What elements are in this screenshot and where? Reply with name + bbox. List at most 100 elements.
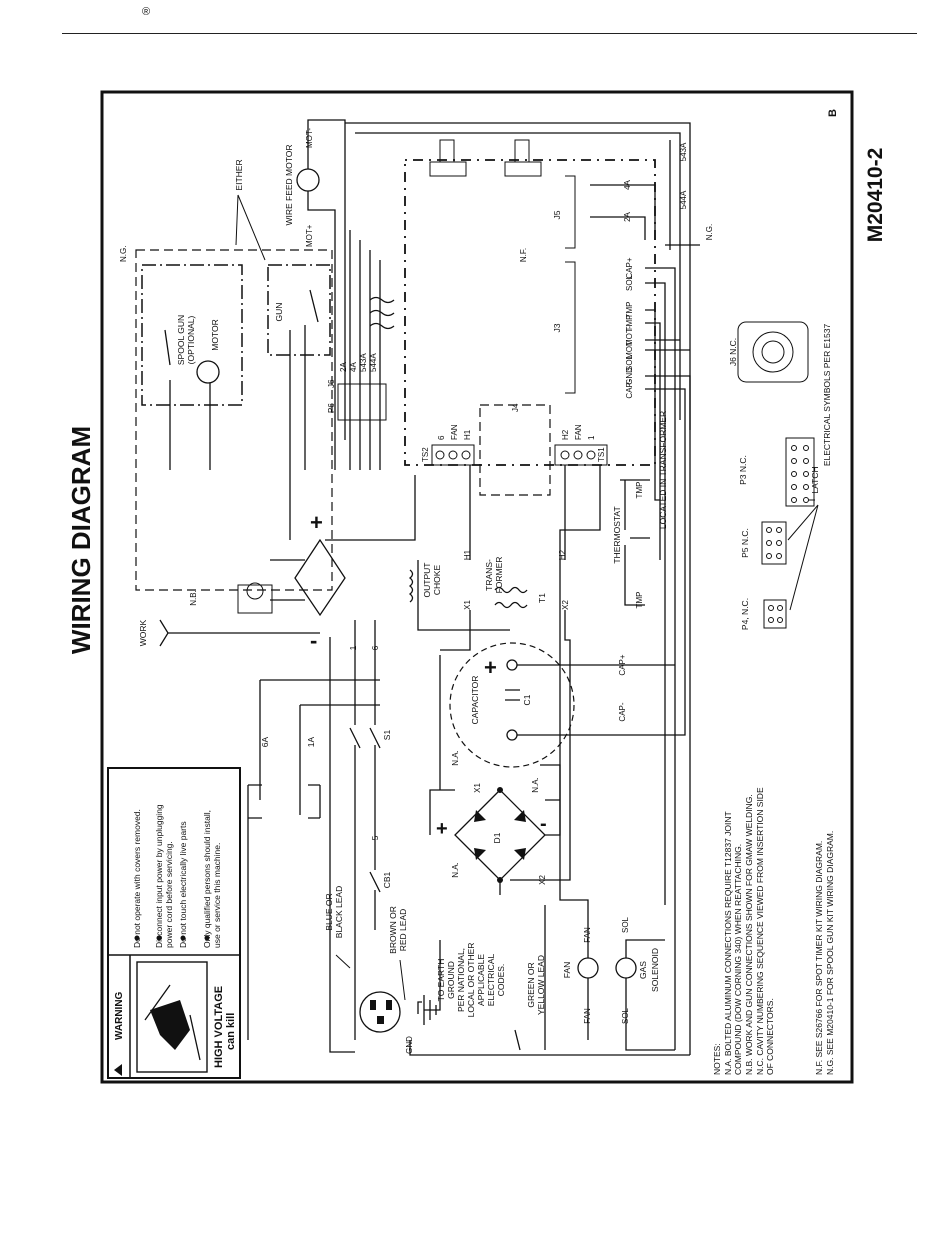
j3-cap-plus: CAP+: [625, 257, 634, 278]
green-or-label: GREEN OR: [526, 962, 536, 1007]
cb1-label: CB1: [382, 871, 392, 888]
na-label-1: N.A.: [451, 750, 460, 766]
svg-text:PER NATIONAL,: PER NATIONAL,: [456, 948, 466, 1012]
wire-2a: 2A: [339, 362, 348, 372]
mot-plus-label: MOT+: [305, 224, 314, 247]
j5-544a: 544A: [679, 190, 688, 209]
note-na-2: COMPOUND (DOW CORNING 340) WHEN REATTACH…: [733, 844, 743, 1075]
high-voltage-text: HIGH VOLTAGE: [213, 986, 225, 1068]
cap-minus-label: CAP-: [618, 702, 627, 721]
output-choke-coil: [408, 569, 414, 603]
p6-label: P6: [327, 403, 336, 413]
warning-bullet-1: Do not operate with covers removed.: [132, 809, 142, 948]
ts2-fan: FAN: [450, 424, 459, 440]
power-plug-icon: [359, 991, 401, 1033]
capacitor-outline: [449, 642, 575, 768]
can-kill-text: can kill: [225, 1013, 237, 1050]
j5-543a: 543A: [679, 142, 688, 161]
fan-label: FAN: [562, 962, 572, 979]
nb-label: N.B.: [189, 590, 198, 606]
j3-sol-2: SOL: [625, 354, 634, 371]
header-rule: [62, 33, 917, 34]
svg-text:-: -: [310, 628, 317, 653]
j3-label: J3: [552, 323, 562, 332]
ts1-terminal-strip: [554, 444, 608, 466]
potentiometer-1: [429, 139, 467, 177]
warning-box: WARNING HIGH VOLTAGE can kill Do not ope…: [107, 767, 241, 1079]
j5-label: J5: [552, 210, 562, 219]
svg-text:CODES.: CODES.: [496, 964, 506, 997]
j3-mot-minus: MOT-: [625, 326, 634, 346]
electrical-symbols-note: ELECTRICAL SYMBOLS PER E1537: [822, 324, 832, 467]
ng-label-2: N.G.: [705, 224, 714, 240]
x2-bridge-label: X2: [538, 875, 547, 885]
spool-gun-box: [141, 264, 243, 406]
wire-1a: 1A: [306, 736, 316, 747]
ts2-label: TS2: [421, 447, 430, 462]
j6-nc-connector: [737, 321, 809, 383]
p3-connector: [785, 437, 815, 507]
svg-text:+: +: [484, 655, 497, 680]
wire-6a: 6A: [260, 736, 270, 747]
located-label: LOCATED IN TRANSFORMER: [658, 411, 668, 529]
either-enclosure: [135, 249, 333, 591]
output-label: OUTPUT: [422, 563, 432, 598]
j3-cap-minus: CAP-: [625, 379, 634, 398]
blue-or-label: BLUE OR: [324, 893, 334, 930]
trans-label: TRANS-: [484, 559, 494, 591]
x1-wire-label: X1: [463, 600, 472, 610]
wire-1: 1: [348, 645, 358, 650]
note-ng: N.G. SEE M20410-1 FOR SPOOL GUN KIT WIRI…: [825, 831, 835, 1075]
gun-box: [267, 264, 331, 356]
h1-wire-label: H1: [463, 549, 472, 560]
p5-nc-label: P5 N.C.: [740, 528, 750, 558]
j3-tmp-1: TMP: [625, 302, 634, 319]
spool-gun-motor-symbol: [196, 360, 220, 384]
j6-label: J6: [327, 379, 336, 388]
wire-544a: 544A: [369, 353, 378, 372]
inductor-coils: [369, 296, 395, 330]
svg-text:APPLICABLE: APPLICABLE: [476, 954, 486, 1006]
ts2-h1: H1: [463, 429, 472, 440]
tmp-label-2: TMP: [635, 482, 644, 499]
h2-wire-label: H2: [558, 549, 567, 560]
note-na-1: N.A. BOLTED ALUMINUM CONNECTIONS REQUIRE…: [723, 811, 733, 1075]
potentiometer-2: [504, 139, 542, 177]
brown-or-label: BROWN OR: [388, 906, 398, 954]
latch-label: LATCH: [810, 466, 820, 493]
p3-nc-label: P3 N.C.: [738, 455, 748, 485]
former-label: FORMER: [494, 557, 504, 594]
x2-wire-label: X2: [561, 600, 570, 610]
wire-4a: 4A: [349, 362, 358, 372]
solenoid-label: SOLENOID: [650, 948, 660, 992]
warning-bullet-4: Only qualified persons should install,: [202, 810, 212, 948]
p4-nc-label: P4, N.C.: [740, 598, 750, 630]
earth-ground-symbol-icon: [417, 940, 441, 1025]
j3-gnd: GND: [625, 367, 634, 385]
na-label-3: N.A.: [451, 862, 460, 878]
note-nf: N.F. SEE S26766 FOR SPOT TIMER KIT WIRIN…: [814, 841, 824, 1075]
notes-block: NOTES: N.A. BOLTED ALUMINUM CONNECTIONS …: [712, 787, 835, 1075]
d1-label: D1: [492, 832, 502, 843]
thermostat-label: THERMOSTAT: [612, 506, 622, 563]
sol-plus-label: SOL: [621, 916, 630, 933]
note-nc-2: OF CONNECTORS.: [765, 998, 775, 1075]
ts2-6: 6: [437, 435, 446, 440]
p4-connector: [763, 599, 787, 629]
gas-label: GAS: [638, 961, 648, 979]
svg-text:TO EARTH: TO EARTH: [436, 959, 446, 1002]
tmp-label-1: TMP: [635, 592, 644, 609]
p6-j6-connector: [337, 383, 387, 421]
red-lead-label: RED LEAD: [398, 909, 408, 952]
ts1-h2: H2: [561, 429, 570, 440]
diagram-frame: [100, 90, 854, 1084]
revision-letter: B: [827, 109, 839, 117]
gas-solenoid-symbol: [615, 957, 637, 979]
wire-feed-motor-symbol: [296, 168, 320, 192]
c1-label: C1: [522, 694, 532, 705]
ng-label-1: N.G.: [119, 246, 128, 262]
svg-text:-: -: [540, 813, 547, 835]
yellow-lead-label: YELLOW LEAD: [536, 955, 546, 1015]
wire-543a: 543A: [359, 353, 368, 372]
spool-gun-label: SPOOL GUN: [176, 315, 186, 365]
